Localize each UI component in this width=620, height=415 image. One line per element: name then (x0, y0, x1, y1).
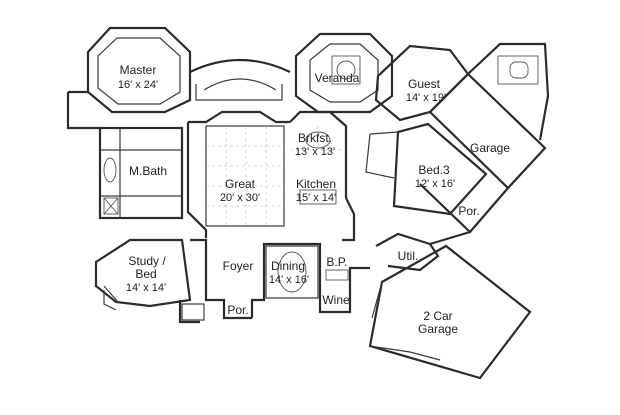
study-label-line2: Bed (135, 267, 156, 281)
kitchen-label: Kitchen (296, 177, 336, 191)
master-bath-walls (98, 126, 184, 220)
bp-label: B.P. (326, 255, 347, 269)
room-labels: Master 16' x 24' Veranda Guest 14' x 19'… (118, 63, 510, 336)
mbath-label: M.Bath (129, 164, 167, 178)
brkfst-dims: 13' x 13' (295, 146, 335, 158)
dining-dims: 14' x 16' (269, 274, 309, 286)
master-bedroom-walls (66, 26, 192, 130)
wine-label: Wine (322, 293, 350, 307)
garage2-label: 2 Car (423, 309, 452, 323)
util-label: Util. (398, 249, 419, 263)
veranda-walls (189, 32, 394, 114)
guest-label: Guest (408, 77, 441, 91)
brkfst-label: Brkfst. (298, 131, 332, 145)
dining-label: Dining (271, 259, 305, 273)
study-walls (94, 238, 192, 311)
porch-front-label: Por. (227, 303, 248, 317)
garage2-label-line2: Garage (418, 322, 458, 336)
great-label: Great (225, 177, 256, 191)
kitchen-dims: 15' x 14' (296, 192, 336, 204)
bed3-walls (365, 122, 488, 216)
guest-dims: 14' x 19' (406, 92, 446, 104)
utility-garage2-walls (368, 230, 532, 380)
master-label: Master (120, 63, 157, 77)
foyer-label: Foyer (223, 259, 254, 273)
garage-label: Garage (470, 141, 510, 155)
porch-right-label: Por. (458, 204, 479, 218)
foyer-dining-walls (178, 238, 370, 324)
bed3-dims: 12' x 16' (415, 178, 455, 190)
core-walls (186, 110, 356, 242)
master-dims: 16' x 24' (118, 79, 158, 91)
bed3-label: Bed.3 (418, 163, 450, 177)
study-dims: 14' x 14' (126, 282, 166, 294)
veranda-label: Veranda (315, 71, 360, 85)
study-label: Study / (128, 254, 166, 268)
great-dims: 20' x 30' (220, 192, 260, 204)
